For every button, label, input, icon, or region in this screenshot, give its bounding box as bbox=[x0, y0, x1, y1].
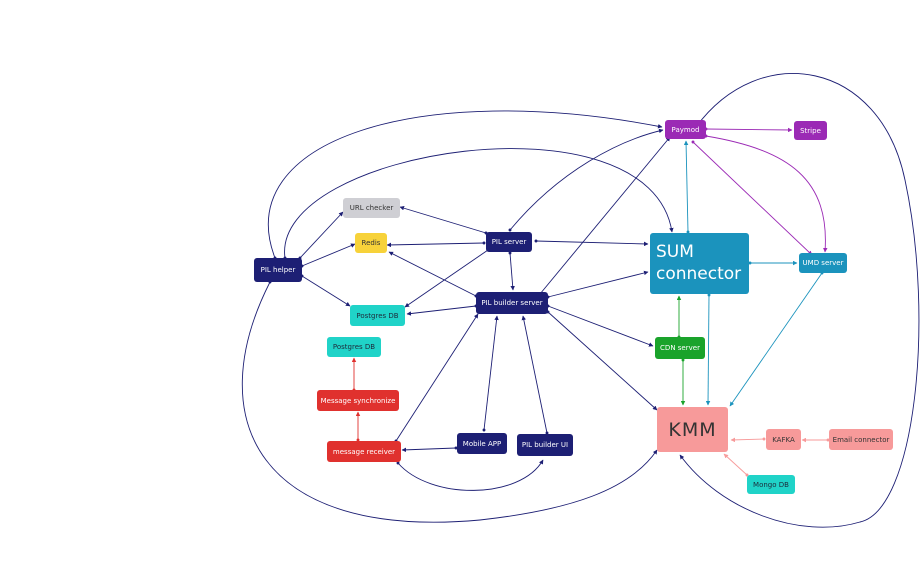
node-redis[interactable]: Redis bbox=[355, 233, 387, 253]
node-postgres-db-2[interactable]: Postgres DB bbox=[327, 337, 381, 357]
edge-paymod-to-stripe bbox=[704, 127, 793, 133]
edge-umd-server-to-kmm bbox=[729, 271, 824, 407]
node-message-receiver[interactable]: message receiver bbox=[327, 441, 401, 462]
node-cdn-server[interactable]: CDN server bbox=[655, 337, 705, 359]
edge-paymod-to-kmm-loop bbox=[679, 73, 920, 528]
edge-pil-builder-ui-to-pil-builder-server bbox=[521, 315, 549, 435]
node-postgres-db-1[interactable]: Postgres DB bbox=[350, 305, 405, 326]
edge-message-receiver-to-pil-builder-ui bbox=[396, 459, 544, 491]
edge-pil-helper-to-redis bbox=[300, 243, 356, 268]
node-mongo-db[interactable]: Mongo DB bbox=[747, 475, 795, 494]
edge-pil-helper-to-url-checker bbox=[298, 211, 344, 260]
edge-sum-connector-to-kmm bbox=[705, 293, 711, 406]
node-sum-connector[interactable]: SUM connector bbox=[650, 233, 749, 294]
edge-mobile-app-to-pil-builder-server bbox=[482, 315, 499, 432]
node-message-synchronize[interactable]: Message synchronize bbox=[317, 390, 399, 411]
edge-pil-server-to-pil-builder-server bbox=[508, 251, 515, 291]
edge-pil-helper-to-paymod bbox=[268, 110, 663, 260]
node-kafka[interactable]: KAFKA bbox=[766, 429, 801, 450]
edge-pil-server-to-sum-connector bbox=[534, 239, 649, 247]
node-mobile-app[interactable]: Mobile APP bbox=[457, 433, 507, 454]
node-pil-helper[interactable]: PIL helper bbox=[254, 258, 302, 282]
edge-pil-builder-server-to-sum-connector bbox=[546, 270, 649, 299]
edge-message-receiver-to-pil-builder-server bbox=[394, 313, 479, 443]
edge-pil-server-to-url-checker bbox=[399, 206, 488, 235]
node-email-connector[interactable]: Email connector bbox=[829, 429, 893, 450]
node-kmm[interactable]: KMM bbox=[657, 407, 728, 452]
node-stripe[interactable]: Stripe bbox=[794, 121, 827, 140]
edge-pil-server-to-redis bbox=[386, 241, 486, 248]
edge-pil-builder-server-to-kmm bbox=[546, 310, 658, 411]
node-paymod[interactable]: Paymod bbox=[665, 120, 706, 139]
edge-paymod-to-umd-server-curve bbox=[704, 134, 828, 253]
node-pil-builder-server[interactable]: PIL builder server bbox=[476, 292, 548, 314]
edge-pil-helper-to-kmm bbox=[241, 280, 658, 523]
node-pil-builder-ui[interactable]: PIL builder UI bbox=[517, 434, 573, 456]
edge-pil-builder-server-to-paymod bbox=[538, 136, 671, 296]
edge-pil-server-to-paymod bbox=[508, 128, 664, 232]
edge-kafka-to-kmm bbox=[730, 437, 766, 443]
edge-mobile-app-to-message-receiver bbox=[401, 446, 458, 453]
edge-mongo-db-to-kmm bbox=[723, 453, 749, 477]
node-pil-server[interactable]: PIL server bbox=[486, 232, 532, 252]
edge-pil-builder-server-to-redis bbox=[388, 251, 478, 298]
edge-sum-connector-to-paymod bbox=[683, 140, 690, 234]
node-url-checker[interactable]: URL checker bbox=[343, 198, 400, 218]
edge-pil-helper-to-postgres-db bbox=[300, 274, 351, 307]
node-umd-server[interactable]: UMD server bbox=[799, 253, 847, 273]
edge-pil-builder-server-to-postgres-db bbox=[406, 304, 478, 316]
